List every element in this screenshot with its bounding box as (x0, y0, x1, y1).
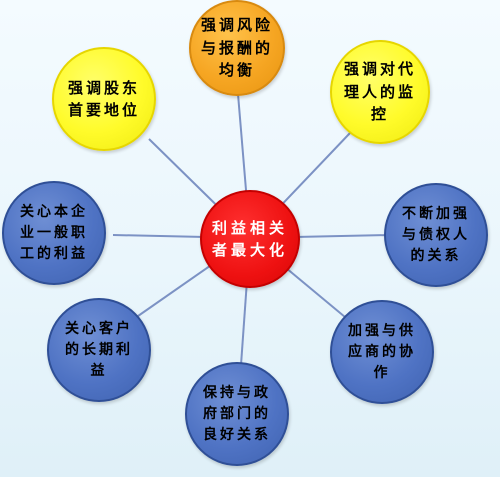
node-shareholder-status-label: 强调股东 首要地位 (67, 78, 140, 120)
node-risk-reward-balance: 强调风险 与报酬的 均衡 (189, 0, 285, 96)
node-government-relations: 保持与政 府部门的 良好关系 (185, 362, 289, 466)
node-employee-interests-label: 关心本企 业一般职 工的利益 (20, 203, 88, 262)
node-agent-supervision-label: 强调对代 理人的监 控 (343, 60, 416, 124)
node-creditor-relations-label: 不断加强 与债权人 的关系 (402, 205, 470, 264)
node-supplier-cooperation-label: 加强与供 应商的协 作 (348, 322, 416, 381)
node-customer-interests: 关心客户 的长期利 益 (47, 298, 151, 402)
node-employee-interests: 关心本企 业一般职 工的利益 (2, 181, 106, 285)
node-creditor-relations: 不断加强 与债权人 的关系 (384, 183, 488, 287)
node-customer-interests-label: 关心客户 的长期利 益 (65, 320, 133, 379)
node-center-label: 利益相关 者最大化 (211, 218, 288, 260)
node-supplier-cooperation: 加强与供 应商的协 作 (330, 300, 434, 404)
node-agent-supervision: 强调对代 理人的监 控 (330, 40, 430, 144)
node-center-stakeholder-maximization: 利益相关 者最大化 (200, 190, 300, 288)
node-government-relations-label: 保持与政 府部门的 良好关系 (203, 384, 271, 443)
node-risk-reward-balance-label: 强调风险 与报酬的 均衡 (200, 16, 273, 80)
node-shareholder-status: 强调股东 首要地位 (52, 47, 156, 151)
